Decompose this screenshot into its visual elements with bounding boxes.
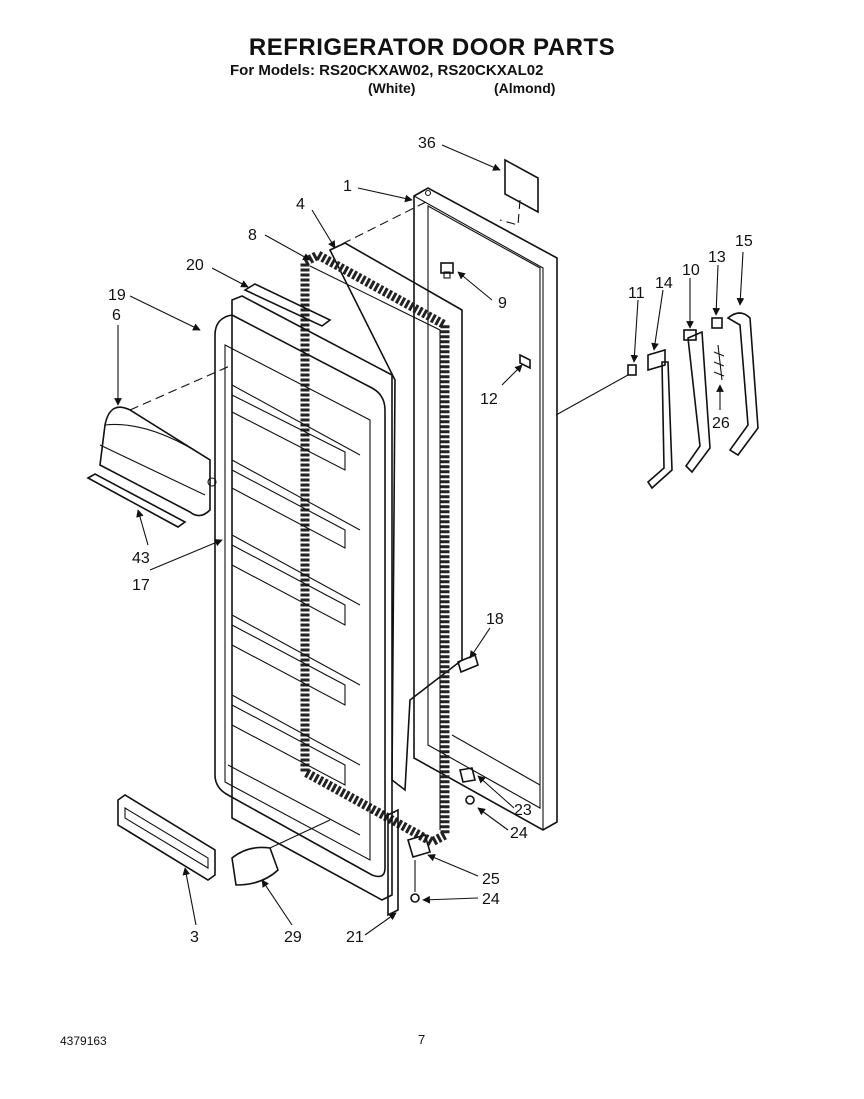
outer-door-panel [413,187,558,831]
label-plate [499,158,539,226]
color-white-label: (White) [368,80,416,96]
callout-20: 20 [186,257,204,274]
dairy-door [99,406,217,517]
callout-21: 21 [346,929,364,946]
callout-4: 4 [296,196,305,213]
color-almond-label: (Almond) [494,80,556,96]
door-cam [231,846,279,886]
callout-1: 1 [343,178,352,195]
callout-43: 43 [132,550,150,567]
screw-lower [410,893,420,903]
inner-door-liner [214,295,393,901]
models-line: For Models: RS20CKXAW02, RS20CKXAL02 [230,62,544,79]
callout-23: 23 [514,802,532,819]
callout-11: 11 [628,285,645,302]
plug-part [440,262,454,279]
callout-24-lower: 24 [482,891,500,908]
door-gasket [300,249,450,848]
top-breaker-strip [243,283,332,327]
callout-19: 19 [108,287,126,304]
handle-assembly [627,312,759,490]
callout-3: 3 [190,929,199,946]
callout-29: 29 [284,929,302,946]
document-number: 4379163 [60,1034,107,1048]
callout-36: 36 [418,135,436,152]
callout-15: 15 [735,233,753,250]
callout-leaders [114,144,745,936]
callout-24-upper: 24 [510,825,528,842]
dairy-door-trim [86,473,187,528]
callout-6: 6 [112,307,121,324]
toe-grille [117,794,216,881]
callout-14: 14 [655,275,673,292]
callout-18: 18 [486,611,504,628]
foam-insulation [328,242,463,792]
callout-25: 25 [482,871,500,888]
callout-17: 17 [132,577,150,594]
lower-hinge-bracket [407,834,431,858]
callout-12: 12 [480,391,498,408]
callout-9: 9 [498,295,507,312]
page-number: 7 [418,1032,426,1047]
callout-8: 8 [248,227,257,244]
page-title: REFRIGERATOR DOOR PARTS [248,34,616,61]
side-trim-strip [387,808,399,917]
callout-10: 10 [682,262,700,279]
screw-upper [465,795,475,805]
hinge-bushing [457,653,479,674]
clip-part [519,353,531,370]
stop-part [459,767,476,783]
callout-13: 13 [708,249,726,266]
callout-26: 26 [712,415,730,432]
